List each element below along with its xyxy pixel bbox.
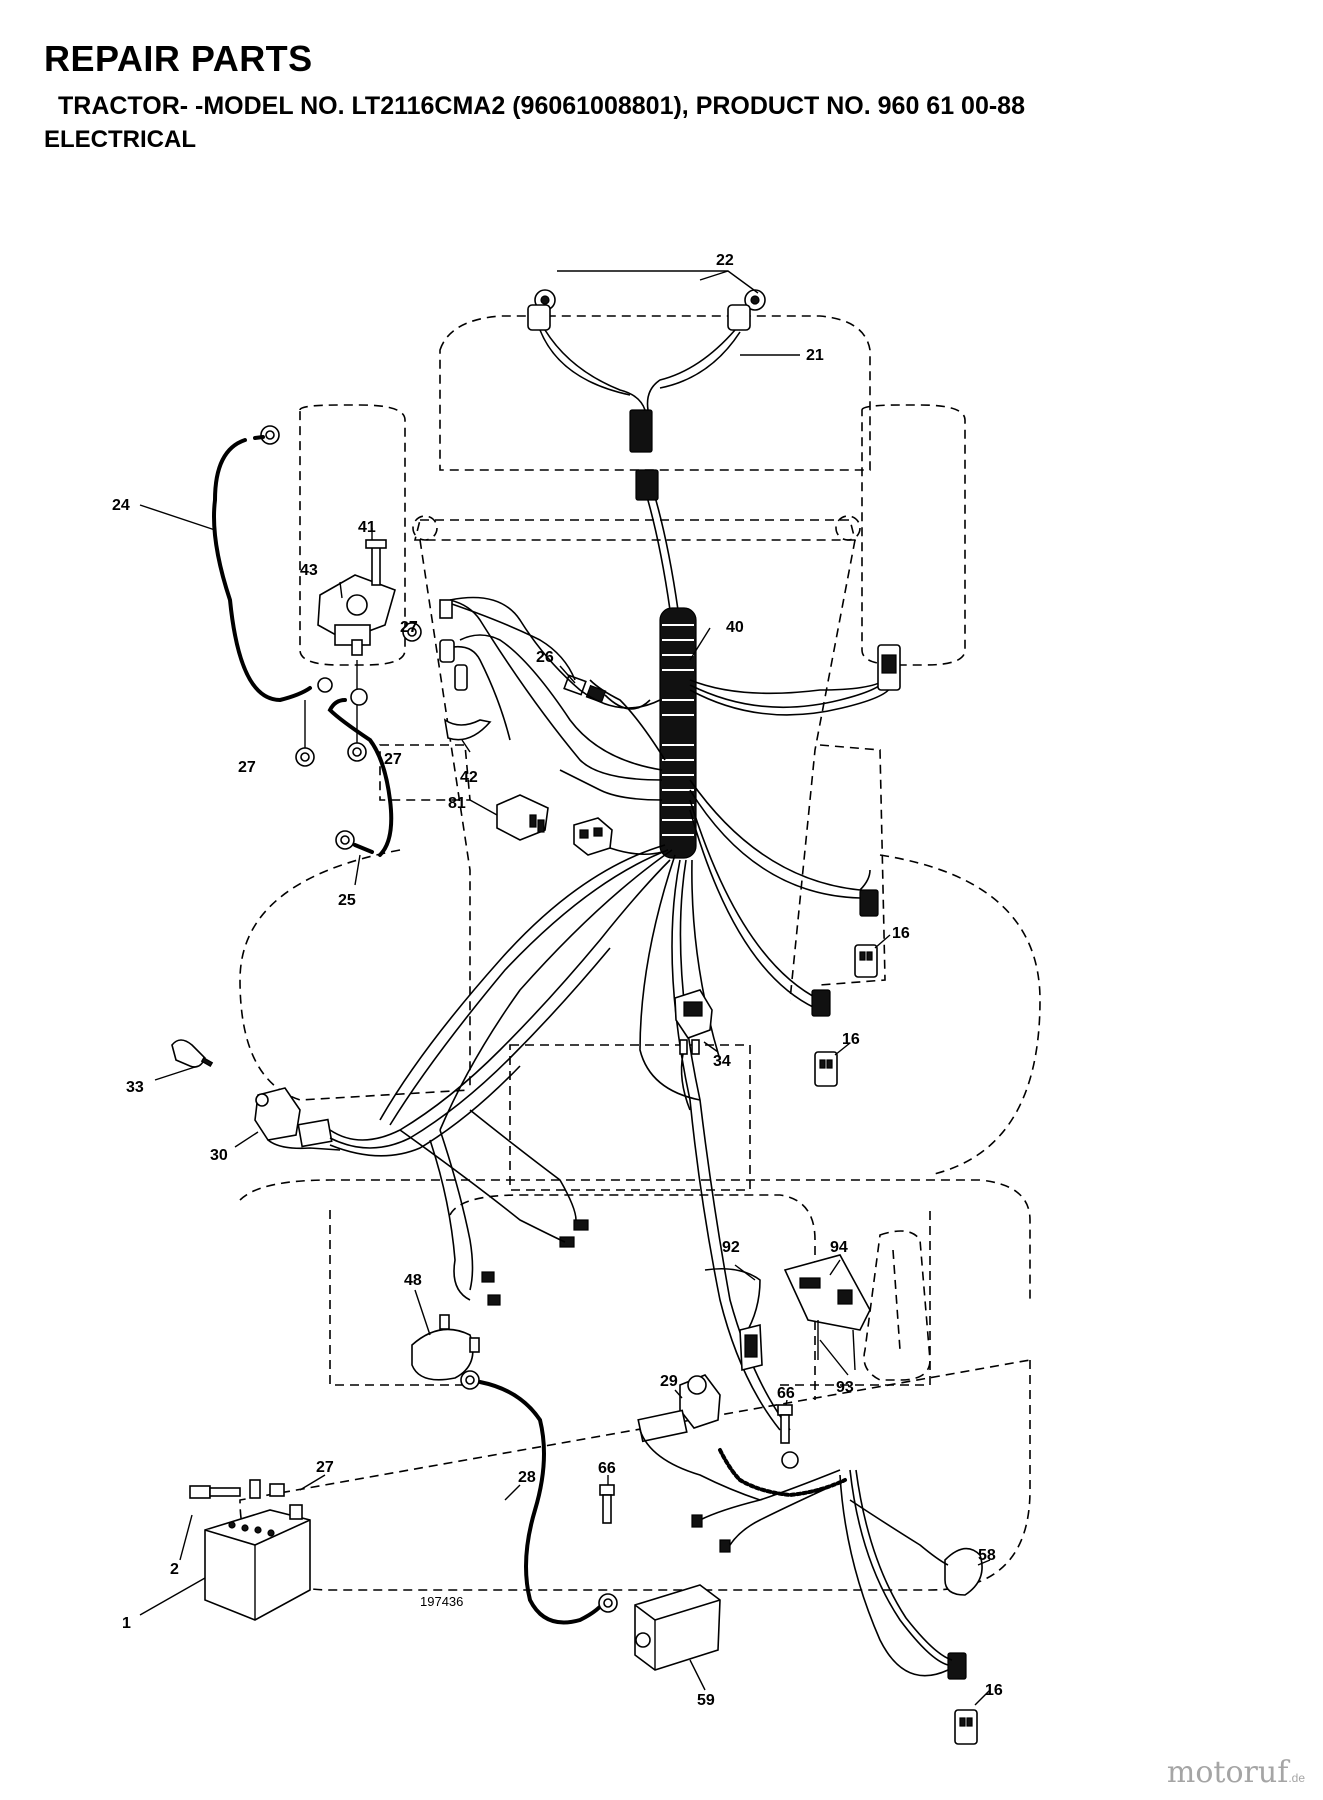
main-harness — [379, 489, 891, 1431]
callout-59: 59 — [697, 1692, 715, 1709]
callout-92: 92 — [722, 1239, 740, 1256]
rear-right-wheel — [879, 854, 1041, 1176]
callout-48: 48 — [404, 1272, 422, 1289]
callout-94: 94 — [830, 1239, 848, 1256]
watermark-text: motoruf — [1166, 1755, 1289, 1790]
callout-28: 28 — [518, 1469, 536, 1486]
horn-58 — [849, 1499, 983, 1596]
callout-43: 43 — [300, 562, 318, 579]
callout-66-b: 66 — [777, 1385, 795, 1402]
callout-25: 25 — [338, 892, 356, 909]
small-leads — [691, 1469, 846, 1553]
callout-27-left: 27 — [238, 759, 256, 776]
front-axle — [413, 519, 857, 541]
connector-pair-16b — [811, 989, 838, 1087]
callout-66-a: 66 — [598, 1460, 616, 1477]
bolt-66-b — [777, 1404, 793, 1444]
rear-left-wheel — [239, 849, 471, 1101]
starter-cable-42 — [439, 596, 661, 741]
hood-outline — [439, 315, 871, 471]
callout-29: 29 — [660, 1373, 678, 1390]
callout-41: 41 — [358, 519, 376, 536]
front-left-wheel — [299, 404, 406, 666]
interlock-switch-29 — [637, 1374, 847, 1501]
fender-inner — [329, 1210, 931, 1386]
seat-switch-48 — [399, 1109, 589, 1381]
seat-area — [819, 744, 886, 986]
watermark-suffix: .de — [1288, 1771, 1305, 1785]
callout-33: 33 — [126, 1079, 144, 1096]
relay-socket — [573, 817, 663, 856]
tractor-outline — [239, 315, 1041, 1591]
callout-58: 58 — [978, 1547, 996, 1564]
module-59 — [634, 1584, 721, 1671]
page-title: REPAIR PARTS — [44, 38, 313, 79]
ignition-switch-30 — [254, 859, 671, 1157]
drawing-reference-number: 197436 — [420, 1594, 463, 1609]
callout-81: 81 — [448, 795, 466, 812]
callout-1: 1 — [122, 1615, 131, 1632]
battery-cable-28 — [460, 1370, 618, 1625]
bolt-66-a — [599, 1484, 615, 1524]
ignition-key-33 — [171, 1039, 214, 1068]
callout-40: 40 — [726, 619, 744, 636]
callout-2: 2 — [170, 1561, 179, 1578]
callout-27-top: 27 — [400, 619, 418, 636]
callout-21: 21 — [806, 347, 824, 364]
relay-81 — [496, 794, 549, 841]
callout-22: 22 — [716, 252, 734, 269]
front-axle-left-pivot — [412, 515, 438, 541]
headlight-assembly — [527, 289, 766, 501]
harness-connector — [635, 469, 659, 501]
right-harness-branch — [689, 644, 901, 695]
section-title: ELECTRICAL — [44, 126, 196, 153]
front-axle-right-pivot — [835, 515, 861, 541]
battery-cable-24 — [212, 425, 333, 703]
callout-42: 42 — [460, 769, 478, 786]
callout-27-battery: 27 — [316, 1459, 334, 1476]
front-right-wheel — [861, 404, 966, 666]
callout-27-right: 27 — [384, 751, 402, 768]
module-92 — [704, 1267, 763, 1372]
callout-24: 24 — [112, 497, 130, 514]
frame-left — [419, 539, 471, 1090]
watermark-logo: motoruf.de — [1167, 1755, 1305, 1790]
shift-plate — [863, 1230, 931, 1381]
battery-cable-25 — [327, 698, 394, 857]
terminal-hardware — [189, 1479, 285, 1499]
connector-pair-16c — [839, 1469, 978, 1745]
callout-labels: 22 21 24 41 43 27 40 26 27 27 42 81 25 1… — [112, 252, 1003, 1709]
callout-26: 26 — [536, 649, 554, 666]
deck-inner — [449, 1194, 816, 1400]
battery-1 — [204, 1504, 311, 1621]
light-switch-34 — [674, 989, 713, 1111]
leader-lines — [139, 270, 991, 1706]
frame-right — [789, 539, 856, 1001]
callout-30: 30 — [210, 1147, 228, 1164]
headlight-connector — [629, 409, 653, 453]
switch-94 — [783, 1254, 871, 1371]
callout-16-a: 16 — [892, 925, 910, 942]
callout-16-c: 16 — [985, 1682, 1003, 1699]
solenoid-43 — [317, 539, 422, 656]
model-line: TRACTOR- -MODEL NO. LT2116CMA2 (96061008… — [58, 92, 1025, 120]
callout-93: 93 — [836, 1379, 854, 1396]
washers-27 — [295, 660, 368, 767]
callout-34: 34 — [713, 1053, 731, 1070]
connector-pair-16a — [854, 889, 879, 978]
callout-16-b: 16 — [842, 1031, 860, 1048]
